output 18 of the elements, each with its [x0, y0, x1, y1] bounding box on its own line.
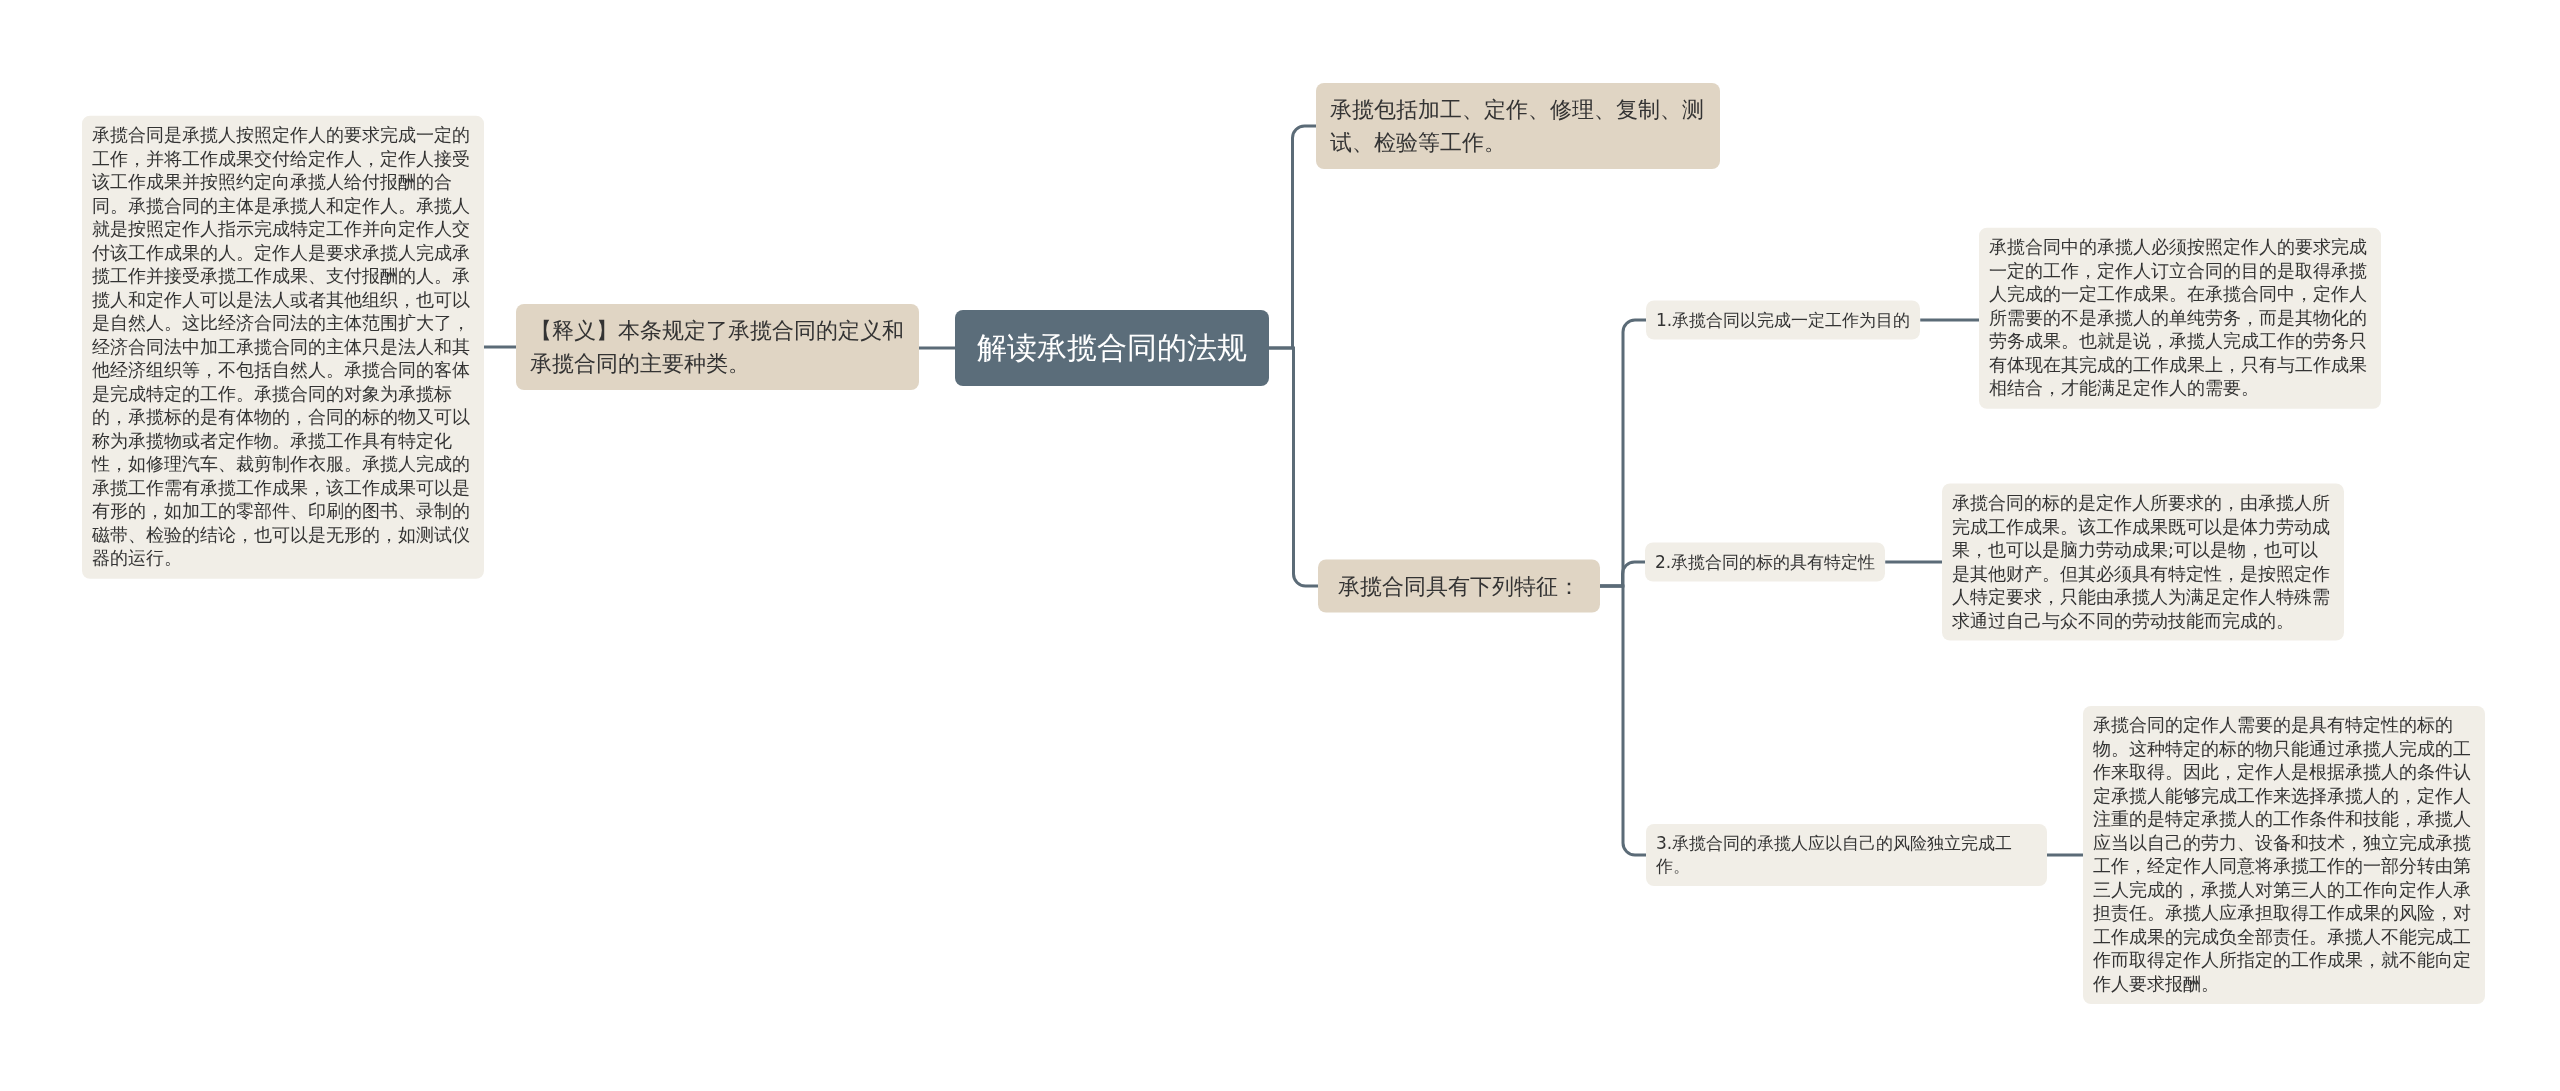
detail-note: 承揽合同的标的是定作人所要求的，由承揽人所完成工作成果。该工作成果既可以是体力劳动成果，也可以是脑力劳动成果;可以是物，也可以是其他财产。但其必须具有特定性，是按照定作人特定要求，只能由承揽人为满足定作人特殊需求通过自己与众不同的劳动技能而完成的。: [1942, 483, 2344, 641]
connector-line: [919, 346, 955, 350]
detail-note: 承揽合同是承揽人按照定作人的要求完成一定的工作，并将工作成果交付给定作人，定作人接受该工作成果并按照约定向承揽人给付报酬的合同。承揽合同的主体是承揽人和定作人。承揽人就是按照定作人指示完成特定工作并向定作人交付该工作成果的人。定作人是要求承揽人完成承揽工作并接受承揽工作成果、支付报酬的人。承揽人和定作人可以是法人或者其他组织，也可以是自然人。这比经济合同法的主体范围扩大了，经济合同法中加工承揽合同的主体只是法人和其他经济组织等，不包括自然人。承揽合同的客体是完成特定的工作。承揽合同的对象为承揽标的，承揽标的是有体物的，合同的标的物又可以称为承揽物或者定作物。承揽工作具有特定化性，如修理汽车、裁剪制作衣服。承揽人完成的承揽工作需有承揽工作成果，该工作成果可以是有形的，如加工的零部件、印刷的图书、录制的磁带、检验的结论，也可以是无形的，如测试仪器的运行。: [82, 115, 484, 579]
detail-note: 承揽合同中的承揽人必须按照定作人的要求完成一定的工作，定作人订立合同的目的是取得承揽人完成的一定工作成果。在承揽合同中，定作人所需要的不是承揽人的单纯劳务，而是其物化的劳务成果。也就是说，承揽人完成工作的劳务只有体现在其完成的工作成果上，只有与工作成果相结合，才能满足定作人的需要。: [1979, 227, 2381, 409]
branch-topic: 承揽包括加工、定作、修理、复制、测试、检验等工作。: [1316, 83, 1720, 169]
connector-line: [1269, 346, 1318, 588]
connector-line: [1920, 318, 1979, 322]
branch-topic: 承揽合同具有下列特征：: [1318, 559, 1600, 613]
subtopic: 3.承揽合同的承揽人应以自己的风险独立完成工作。: [1646, 824, 2047, 886]
connector-line: [2047, 853, 2083, 857]
detail-note: 承揽合同的定作人需要的是具有特定性的标的物。这种特定的标的物只能通过承揽人完成的工作来取得。因此，定作人是根据承揽人的条件认定承揽人能够完成工作来选择承揽人的，定作人注重的是特定承揽人的工作条件和技能，承揽人应当以自己的劳力、设备和技术，独立完成承揽工作，经定作人同意将承揽工作的一部分转由第三人完成的，承揽人对第三人的工作向定作人承担责任。承揽人应承担取得工作成果的风险，对工作成果的完成负全部责任。承揽人不能完成工作而取得定作人所指定的工作成果，就不能向定作人要求报酬。: [2083, 706, 2485, 1004]
connector-line: [484, 345, 516, 349]
central-topic: 解读承揽合同的法规: [955, 310, 1269, 386]
subtopic: 1.承揽合同以完成一定工作为目的: [1646, 300, 1921, 340]
branch-topic: 【释义】本条规定了承揽合同的定义和承揽合同的主要种类。: [516, 304, 919, 390]
connector-line: [1885, 560, 1942, 564]
connector-line: [1600, 584, 1646, 857]
subtopic: 2.承揽合同的标的具有特定性: [1645, 542, 1886, 582]
